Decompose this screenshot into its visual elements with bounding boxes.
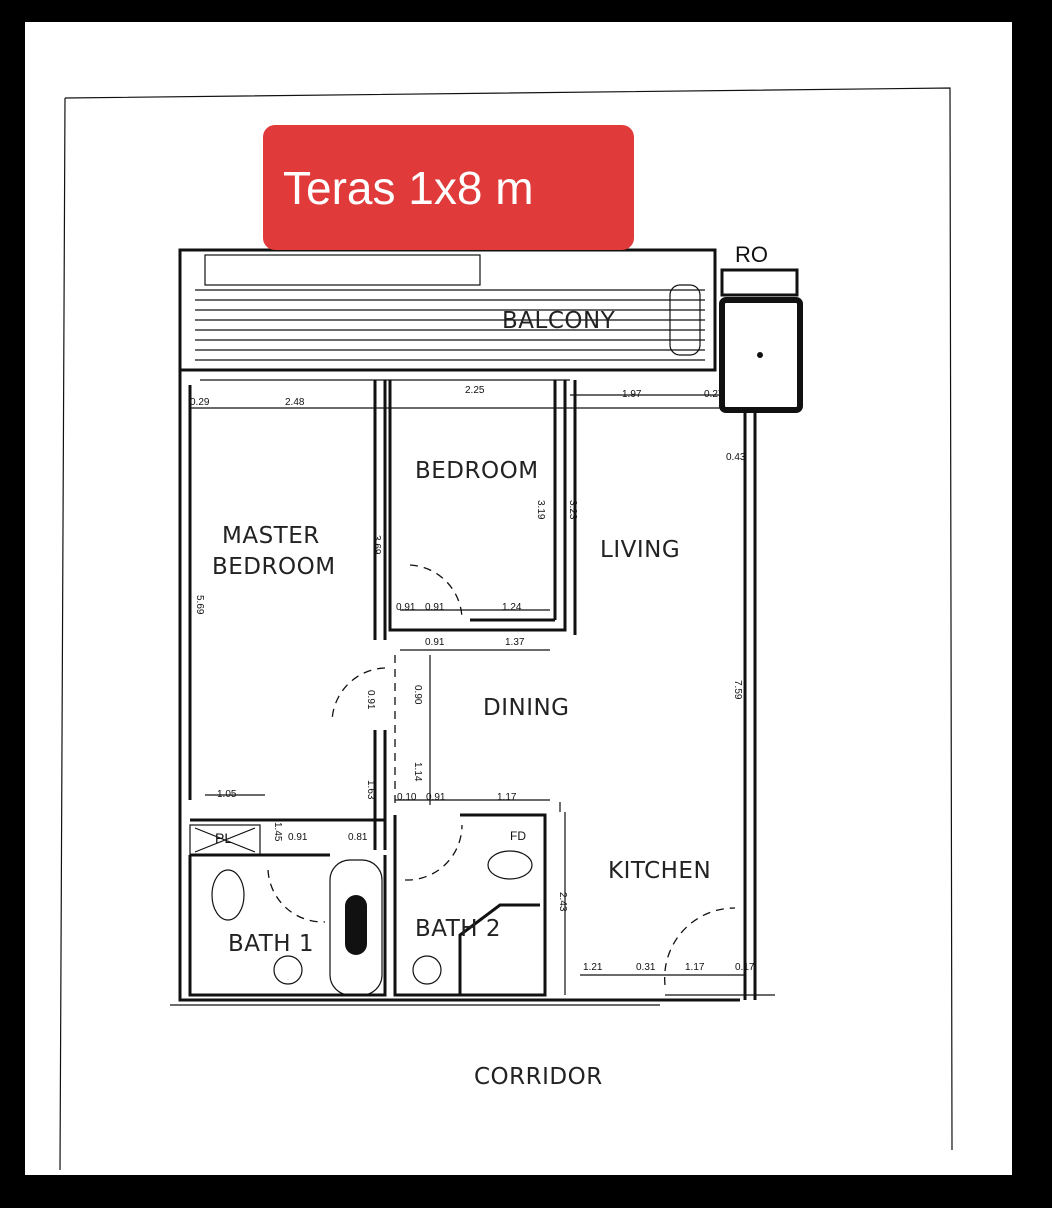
dim-label: 2.48 bbox=[285, 397, 305, 408]
storage-top bbox=[720, 268, 799, 297]
room-label-kitchen: KITCHEN bbox=[608, 858, 711, 884]
master-door-swing bbox=[331, 667, 386, 723]
room-label-balcony: BALCONY bbox=[502, 308, 616, 334]
dim-label: 1.37 bbox=[505, 637, 525, 648]
room-label-master-2: BEDROOM bbox=[212, 554, 336, 580]
room-label-bath1: BATH 1 bbox=[228, 931, 314, 957]
dim-label: 0.91 bbox=[365, 690, 376, 710]
dim-label: 3.19 bbox=[535, 500, 546, 520]
room-label-corridor: CORRIDOR bbox=[474, 1064, 603, 1090]
dim-label: 1.97 bbox=[622, 389, 642, 400]
dim-label: 1.17 bbox=[685, 962, 705, 973]
room-label-master-1: MASTER bbox=[222, 523, 320, 549]
dim-label: 0.91 bbox=[425, 637, 445, 648]
dim-label: 3.69 bbox=[371, 535, 382, 555]
bath-1 bbox=[188, 818, 387, 997]
dim-label: 2.25 bbox=[465, 385, 485, 396]
room-label-bedroom: BEDROOM bbox=[415, 458, 539, 484]
dim-label: 0.91 bbox=[425, 602, 445, 613]
bedroom-door-swing bbox=[409, 564, 463, 621]
dim-label: 1.14 bbox=[412, 762, 423, 782]
corridor-wall bbox=[170, 994, 775, 1006]
sheet-border bbox=[59, 87, 953, 1171]
kitchen-walls bbox=[564, 812, 745, 995]
bedroom-walls bbox=[388, 380, 577, 635]
balcony bbox=[178, 248, 717, 372]
ro-label: RO bbox=[735, 242, 768, 267]
dim-label: 0.43 bbox=[726, 452, 746, 463]
room-label-dining: DINING bbox=[483, 695, 570, 721]
dim-label: 1.63 bbox=[365, 780, 376, 800]
dim-label: 7.59 bbox=[732, 680, 743, 700]
outer-wall bbox=[178, 370, 757, 1002]
dim-label: 1.17 bbox=[497, 792, 517, 803]
dim-label: 1.05 bbox=[217, 789, 237, 800]
dim-label: 0.17 bbox=[735, 962, 755, 973]
dim-label: 2.43 bbox=[557, 892, 568, 912]
bath-2 bbox=[393, 813, 547, 997]
master-bedroom-walls bbox=[188, 380, 387, 850]
room-label-bath2: BATH 2 bbox=[415, 916, 501, 942]
entry-door-swing bbox=[663, 907, 736, 986]
dim-label: 0.27 bbox=[704, 389, 724, 400]
dim-label: 0.91 bbox=[288, 832, 308, 843]
fd-label: FD bbox=[510, 829, 526, 843]
dim-label: 0.10 bbox=[397, 792, 417, 803]
ro-box bbox=[719, 297, 803, 413]
dim-label: 1.45 bbox=[272, 822, 283, 842]
dim-label: 0.90 bbox=[412, 685, 423, 705]
dim-label: 5.69 bbox=[194, 595, 205, 615]
dim-label: 0.91 bbox=[426, 792, 446, 803]
dim-label: 0.81 bbox=[348, 832, 368, 843]
terrace-size-banner: Teras 1x8 m bbox=[263, 125, 634, 250]
dim-label: 1.21 bbox=[583, 962, 603, 973]
dim-label: 3.23 bbox=[567, 500, 578, 520]
dim-label: 1.24 bbox=[502, 602, 522, 613]
pl-label: PL bbox=[215, 830, 232, 846]
dim-label: 0.29 bbox=[190, 397, 210, 408]
dim-label: 0.91 bbox=[396, 602, 416, 613]
room-label-living: LIVING bbox=[600, 537, 680, 563]
dim-label: 0.31 bbox=[636, 962, 656, 973]
